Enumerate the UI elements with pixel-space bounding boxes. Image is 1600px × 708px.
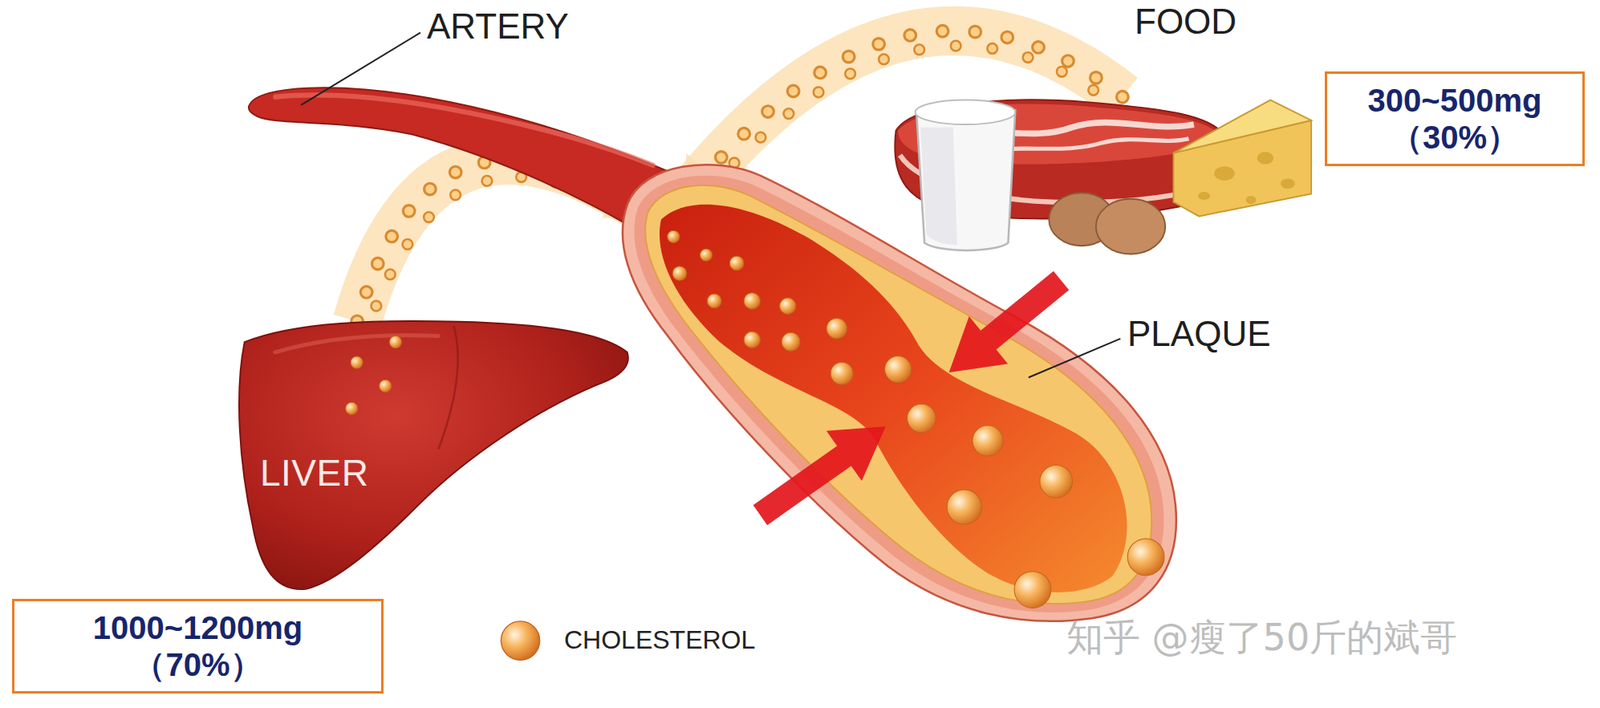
cholesterol-particle	[946, 489, 982, 524]
cholesterol-particle	[743, 331, 760, 348]
egg	[1096, 198, 1166, 255]
cholesterol-particle	[389, 336, 402, 349]
organ-label: LIVER	[259, 451, 369, 495]
cholesterol-particle	[907, 403, 937, 433]
artery-vessel	[248, 87, 674, 240]
cholesterol-particle	[1039, 465, 1073, 499]
liver-lobe-line	[438, 325, 458, 450]
plaque-layer	[645, 185, 1152, 604]
cheese-top	[1173, 100, 1312, 154]
cholesterol-particle	[350, 356, 363, 369]
cholesterol-particle	[1014, 571, 1052, 609]
legend-sample	[500, 621, 540, 660]
cholesterol-particle	[779, 297, 796, 314]
artery-wall	[622, 164, 1177, 622]
artery-lumen	[659, 204, 1128, 593]
food-illustration	[894, 99, 1312, 254]
glass-shade	[920, 127, 958, 245]
amount-text: 1000~1200mg （70%）	[61, 609, 335, 683]
cholesterol-particle	[729, 255, 744, 271]
amount-text: 300~500mg （30%）	[1342, 81, 1568, 156]
legend-text: CHOLESTEROL	[564, 625, 756, 654]
cheese-hole	[1214, 166, 1235, 181]
leader-line	[1028, 338, 1121, 378]
liver-highlight	[275, 335, 439, 353]
cheese-hole	[1246, 195, 1257, 204]
cheese-hole	[1197, 191, 1211, 200]
cholesterol-particle	[379, 379, 392, 392]
cholesterol-particle	[1127, 538, 1165, 576]
amount-box: 300~500mg （30%）	[1324, 71, 1585, 167]
pointer-arrow	[949, 271, 1070, 373]
cholesterol-particle	[672, 266, 687, 281]
artery-wall-layer	[633, 175, 1164, 613]
part-label: ARTERY	[426, 6, 569, 48]
watermark: 知乎 @瘦了50斤的斌哥	[1066, 616, 1458, 659]
leader-line	[300, 32, 421, 106]
cholesterol-particle	[743, 292, 760, 309]
cheese-hole	[1257, 151, 1274, 164]
milk-glass	[916, 109, 1016, 251]
cholesterol-particle	[830, 361, 853, 385]
milk-surface	[915, 100, 1016, 126]
cholesterol-particle	[667, 230, 680, 243]
amount-box: 1000~1200mg （70%）	[12, 598, 384, 694]
part-label: FOOD	[1134, 1, 1237, 43]
cholesterol-particle	[781, 332, 800, 351]
cholesterol-particle	[972, 425, 1004, 456]
cholesterol-particle	[885, 356, 912, 383]
cholesterol-particle	[706, 293, 722, 309]
liver-particles	[345, 336, 403, 415]
cholesterol-particle	[826, 318, 847, 339]
pointer-arrow	[753, 426, 886, 525]
liver-organ: LIVER	[234, 311, 633, 597]
part-label: PLAQUE	[1127, 313, 1272, 355]
cholesterol-particle	[699, 248, 712, 261]
cheese-hole	[1280, 178, 1296, 189]
cholesterol-particle	[345, 402, 358, 415]
liver-outline	[239, 320, 629, 589]
artery-highlight	[275, 94, 654, 165]
legend-entry: CHOLESTEROL	[564, 625, 756, 655]
cholesterol-particles	[667, 230, 1165, 608]
